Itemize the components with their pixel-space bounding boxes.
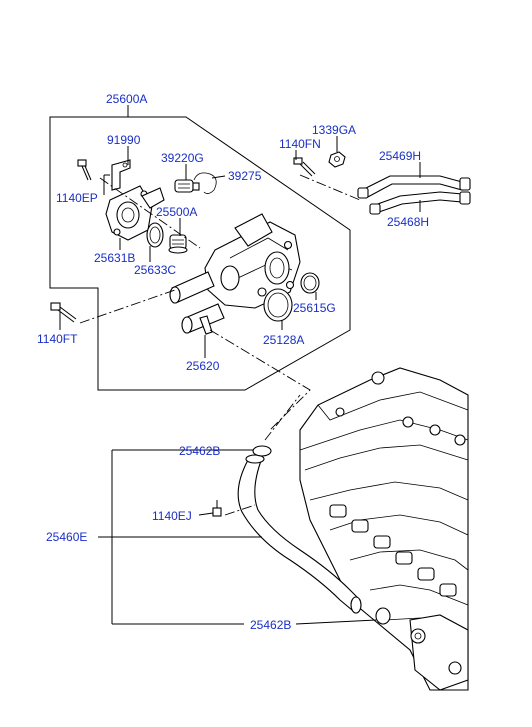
bracket bbox=[111, 159, 131, 191]
label-25460e: 25460E bbox=[46, 530, 87, 544]
water-hose bbox=[237, 454, 362, 614]
thermostat-housing bbox=[169, 213, 301, 335]
label-25631b: 25631B bbox=[94, 251, 135, 265]
bolt-1140fn bbox=[293, 157, 316, 177]
hose-clamp-bottom bbox=[375, 607, 391, 625]
bolt-1140ej bbox=[212, 500, 222, 517]
label-25462b-bottom: 25462B bbox=[250, 618, 291, 632]
label-25633c: 25633C bbox=[134, 263, 176, 277]
label-1140ft: 1140FT bbox=[37, 332, 78, 346]
label-1140fn: 1140FN bbox=[279, 137, 321, 151]
leader-lines bbox=[59, 105, 421, 625]
engine-block bbox=[299, 367, 469, 691]
label-25600a: 25600A bbox=[106, 92, 147, 106]
label-91990: 91990 bbox=[107, 133, 141, 147]
label-25615g: 25615G bbox=[293, 301, 336, 315]
clip bbox=[193, 172, 217, 194]
temperature-sensor bbox=[174, 179, 200, 193]
assembly-boundary bbox=[49, 116, 351, 391]
water-inlet-fitting bbox=[105, 185, 165, 241]
label-1140ej: 1140EJ bbox=[152, 509, 192, 523]
label-25469h: 25469H bbox=[379, 149, 421, 163]
nut bbox=[328, 151, 346, 168]
label-39220g: 39220G bbox=[161, 151, 204, 165]
guide-line-upper bbox=[79, 289, 176, 324]
thermostat bbox=[168, 234, 188, 254]
bolt-1140ft bbox=[50, 302, 77, 323]
label-39275: 39275 bbox=[228, 169, 262, 183]
bypass-pipes bbox=[357, 175, 471, 215]
label-25500a: 25500A bbox=[156, 205, 197, 219]
gasket-inlet bbox=[146, 222, 164, 248]
label-25462b-top: 25462B bbox=[179, 444, 220, 458]
label-25468h: 25468H bbox=[387, 215, 429, 229]
hose-clamp-top bbox=[252, 445, 272, 457]
label-1140ep: 1140EP bbox=[56, 191, 98, 205]
label-1339ga: 1339GA bbox=[312, 123, 356, 137]
label-25128a: 25128A bbox=[263, 333, 304, 347]
bolt-1140ep bbox=[77, 159, 92, 181]
label-25620: 25620 bbox=[186, 359, 220, 373]
